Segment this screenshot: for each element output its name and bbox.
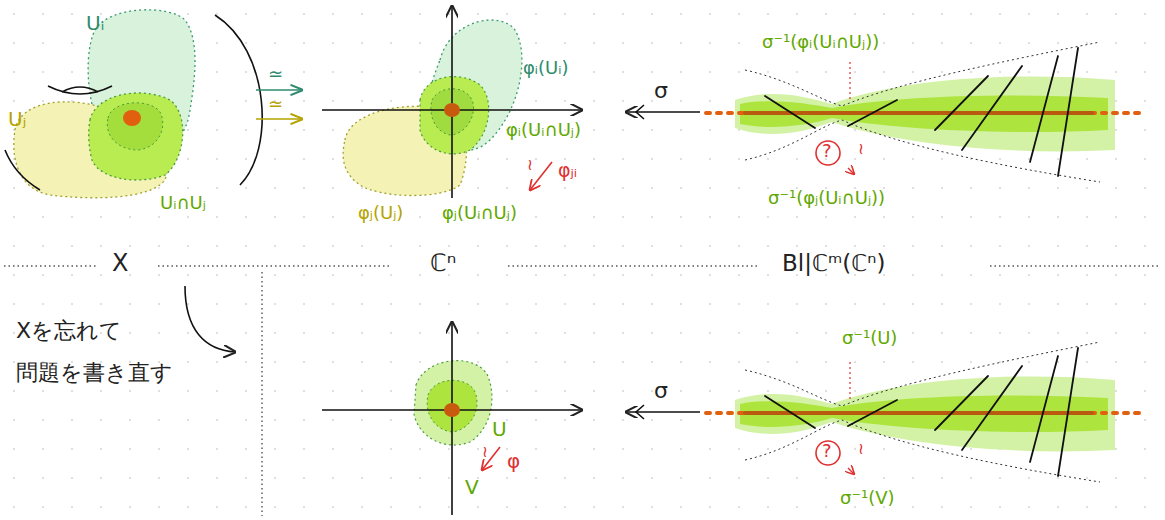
math-label: φⱼ(Uᵢ∩Uⱼ) <box>442 203 517 224</box>
math-label: σ⁻¹(φⱼ(Uᵢ∩Uⱼ)) <box>768 188 885 209</box>
math-label: X <box>112 250 128 278</box>
math-label: Uᵢ∩Uⱼ <box>160 193 206 214</box>
illustration-stroke <box>451 322 453 515</box>
math-label: φⱼᵢ <box>558 160 577 182</box>
illustration-stroke <box>706 42 1140 182</box>
illustration-stroke <box>185 286 235 352</box>
illustration-stroke <box>256 89 302 91</box>
math-label: φᵢ(Uᵢ∩Uⱼ) <box>506 120 581 141</box>
math-label: σ <box>654 378 668 403</box>
illustration-stroke <box>158 265 392 266</box>
math-label: φ <box>507 450 520 473</box>
illustration-stroke <box>5 150 40 190</box>
illustration-stroke <box>636 105 644 119</box>
illustration-stroke <box>48 86 112 94</box>
math-label: φᵢ(Uᵢ) <box>523 58 569 79</box>
math-label: Bl|ℂᵐ(ℂⁿ) <box>782 250 885 276</box>
illustration-stroke <box>530 162 552 190</box>
illustration-stroke <box>636 405 644 419</box>
illustration-stroke <box>508 265 760 266</box>
math-label: σ <box>654 78 668 103</box>
math-label: ≃ <box>268 64 283 85</box>
illustration-stroke <box>261 272 262 516</box>
math-label: ≀ <box>482 443 488 461</box>
math-label: ? <box>822 441 832 462</box>
illustration-stroke <box>451 6 453 198</box>
math-label: ≀ <box>858 440 864 458</box>
illustration-stroke <box>4 266 1160 516</box>
illustration-stroke <box>706 342 1140 482</box>
illustration-stroke <box>89 93 183 180</box>
math-label: ≀ <box>858 140 864 158</box>
illustration-stroke <box>4 265 96 266</box>
illustration-stroke <box>420 77 489 154</box>
math-label: φⱼ(Uⱼ) <box>358 203 403 224</box>
math-label: Uⱼ <box>8 108 26 131</box>
math-label: σ⁻¹(V) <box>840 488 894 509</box>
illustration-stroke <box>414 361 492 445</box>
math-label: ? <box>822 141 832 162</box>
math-label: Xを忘れて 問題を書き直す <box>16 310 201 394</box>
math-label: ≀ <box>527 156 533 174</box>
illustration-stroke <box>215 15 262 185</box>
illustration-stroke <box>123 110 141 126</box>
math-label: Uᵢ <box>86 12 104 35</box>
illustration-stroke <box>990 265 1160 266</box>
illustration-stroke <box>444 403 460 417</box>
math-label: U <box>492 418 507 441</box>
illustration-stroke <box>256 118 302 120</box>
illustration-stroke <box>444 103 460 117</box>
math-label: ℂⁿ <box>430 250 456 278</box>
illustration-stroke <box>107 103 162 150</box>
math-label: V <box>465 476 479 499</box>
math-label: ≃ <box>268 94 283 115</box>
illustration-stroke <box>62 87 98 92</box>
math-label: σ⁻¹(φᵢ(Uᵢ∩Uⱼ)) <box>762 32 879 53</box>
math-label: σ⁻¹(U) <box>842 328 897 349</box>
